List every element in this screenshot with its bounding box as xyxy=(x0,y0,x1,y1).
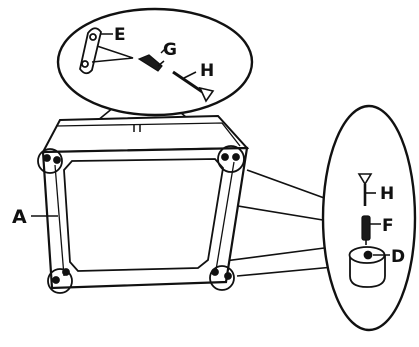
label-h-top: H xyxy=(200,61,214,81)
cam-lock-d xyxy=(348,246,390,288)
label-f: F xyxy=(382,216,394,236)
top-detail-callout: E G H xyxy=(56,7,254,117)
label-h-right: H xyxy=(380,184,394,204)
corner-bracket-e xyxy=(79,27,134,75)
dowel-f xyxy=(361,215,381,245)
frame-panel xyxy=(41,114,250,290)
screw-g xyxy=(137,54,165,72)
label-e: E xyxy=(114,25,126,45)
corner-markers xyxy=(37,145,245,294)
cam-h-right xyxy=(357,173,376,206)
label-d: D xyxy=(391,247,405,267)
cam-h-top xyxy=(172,70,215,103)
right-detail-callout: H F D xyxy=(321,104,417,332)
label-a: A xyxy=(12,206,27,228)
label-g: G xyxy=(163,40,177,60)
